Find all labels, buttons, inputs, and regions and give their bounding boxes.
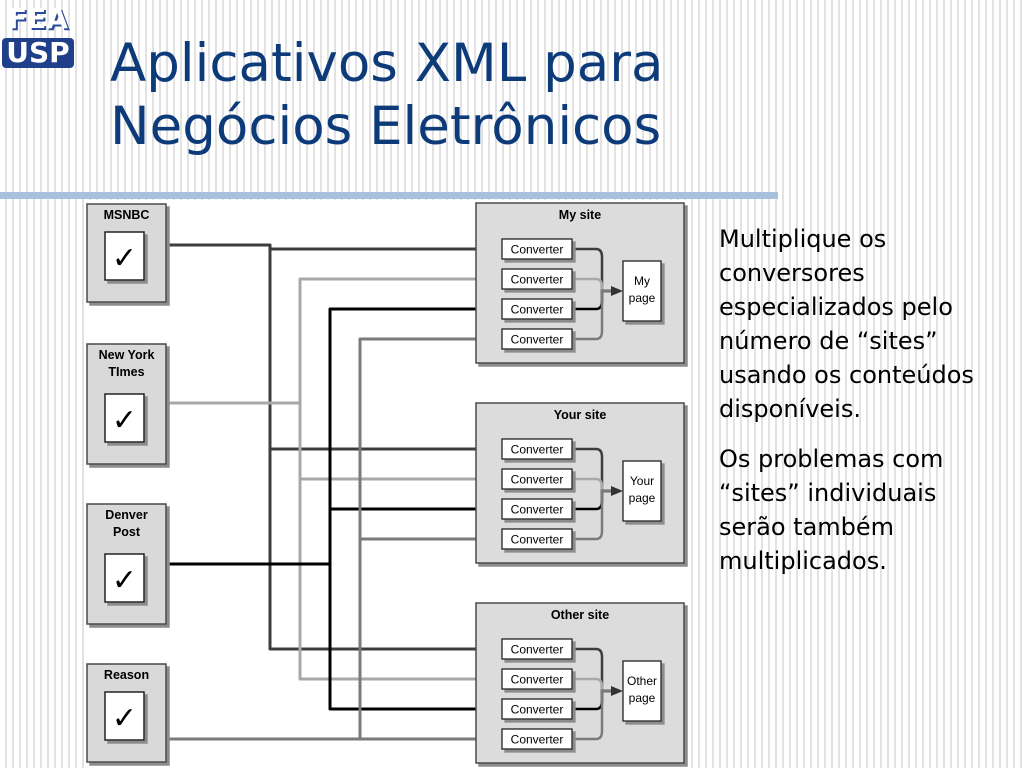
- logo-usp: USP: [2, 38, 74, 68]
- converter-box: [501, 468, 573, 490]
- checkmark-icon: ✓: [112, 242, 137, 275]
- checkmark-icon: ✓: [112, 404, 137, 437]
- title-line-2: Negócios Eletrônicos: [110, 96, 662, 157]
- arrowhead-icon: [611, 686, 623, 696]
- page-label: My: [634, 274, 650, 288]
- page-box: [622, 260, 662, 322]
- converter-label: Converter: [511, 243, 564, 257]
- converter-label: Converter: [511, 703, 564, 717]
- converter-box: [501, 238, 573, 260]
- site-title: My site: [559, 208, 601, 222]
- page-box: [622, 660, 662, 722]
- merge-line: [572, 689, 617, 741]
- site-title: Your site: [554, 408, 607, 422]
- logo-fea: FEA FEA: [8, 2, 70, 37]
- arrowhead-icon: [611, 286, 623, 296]
- page-label: Other: [627, 674, 657, 688]
- merge-line: [572, 289, 617, 341]
- converter-box: [501, 268, 573, 290]
- merge-line: [572, 489, 617, 541]
- converter-label: Converter: [511, 473, 564, 487]
- merge-line: [572, 247, 617, 293]
- source-label: Post: [113, 525, 141, 539]
- title-divider: [0, 192, 778, 199]
- converter-label: Converter: [511, 673, 564, 687]
- page-box: [622, 460, 662, 522]
- converter-box: [501, 438, 573, 460]
- title-line-1: Aplicativos XML para: [110, 33, 664, 94]
- source-label: TImes: [108, 365, 144, 379]
- merge-line: [572, 447, 617, 493]
- converter-label: Converter: [511, 273, 564, 287]
- slide-title: Aplicativos XML para Negócios Eletrônico…: [110, 32, 664, 158]
- connection-lines: [166, 243, 502, 744]
- site-panels: My siteConverterConverterConverterConver…: [475, 202, 685, 764]
- source-box: MSNBC ✓: [86, 203, 167, 303]
- checkbox-frame: [104, 691, 145, 741]
- merge-line: [572, 277, 617, 293]
- converter-label: Converter: [511, 643, 564, 657]
- merge-line: [572, 647, 617, 693]
- note-multiply-converters: Multiplique os conversores especializado…: [719, 225, 974, 423]
- merge-line: [572, 677, 617, 693]
- page-label: Your: [630, 474, 654, 488]
- checkbox-frame: [104, 553, 145, 603]
- site-title: Other site: [551, 608, 609, 622]
- side-notes: Multiplique os conversores especializado…: [719, 222, 1009, 594]
- site-panel: Your siteConverterConverterConverterConv…: [475, 402, 685, 564]
- converter-label: Converter: [511, 533, 564, 547]
- source-label: Reason: [104, 668, 149, 682]
- merge-line: [572, 477, 617, 493]
- converter-box: [501, 528, 573, 550]
- fea-usp-logo: FEA FEA USP: [0, 0, 78, 72]
- converter-label: Converter: [511, 333, 564, 347]
- page-label: page: [629, 491, 656, 505]
- checkmark-icon: ✓: [112, 564, 137, 597]
- converter-label: Converter: [511, 443, 564, 457]
- note-problems-multiplied: Os problemas com “sites” individuais ser…: [719, 445, 944, 575]
- site-panel: Other siteConverterConverterConverterCon…: [475, 602, 685, 764]
- converter-box: [501, 498, 573, 520]
- checkbox-frame: [104, 393, 145, 443]
- source-box: Reason ✓: [86, 663, 167, 763]
- converter-label: Converter: [511, 503, 564, 517]
- converter-box: [501, 728, 573, 750]
- checkmark-icon: ✓: [112, 702, 137, 735]
- source-label: Denver: [105, 508, 148, 522]
- converter-box: [501, 638, 573, 660]
- site-panel: My siteConverterConverterConverterConver…: [475, 202, 685, 364]
- converter-box: [501, 698, 573, 720]
- source-label: New York: [99, 348, 155, 362]
- converter-box: [501, 328, 573, 350]
- converter-label: Converter: [511, 303, 564, 317]
- page-label: page: [629, 291, 656, 305]
- source-label: MSNBC: [104, 208, 150, 222]
- page-label: page: [629, 691, 656, 705]
- converter-box: [501, 298, 573, 320]
- checkbox-frame: [104, 231, 145, 281]
- converter-box: [501, 668, 573, 690]
- converter-label: Converter: [511, 733, 564, 747]
- arrowhead-icon: [611, 486, 623, 496]
